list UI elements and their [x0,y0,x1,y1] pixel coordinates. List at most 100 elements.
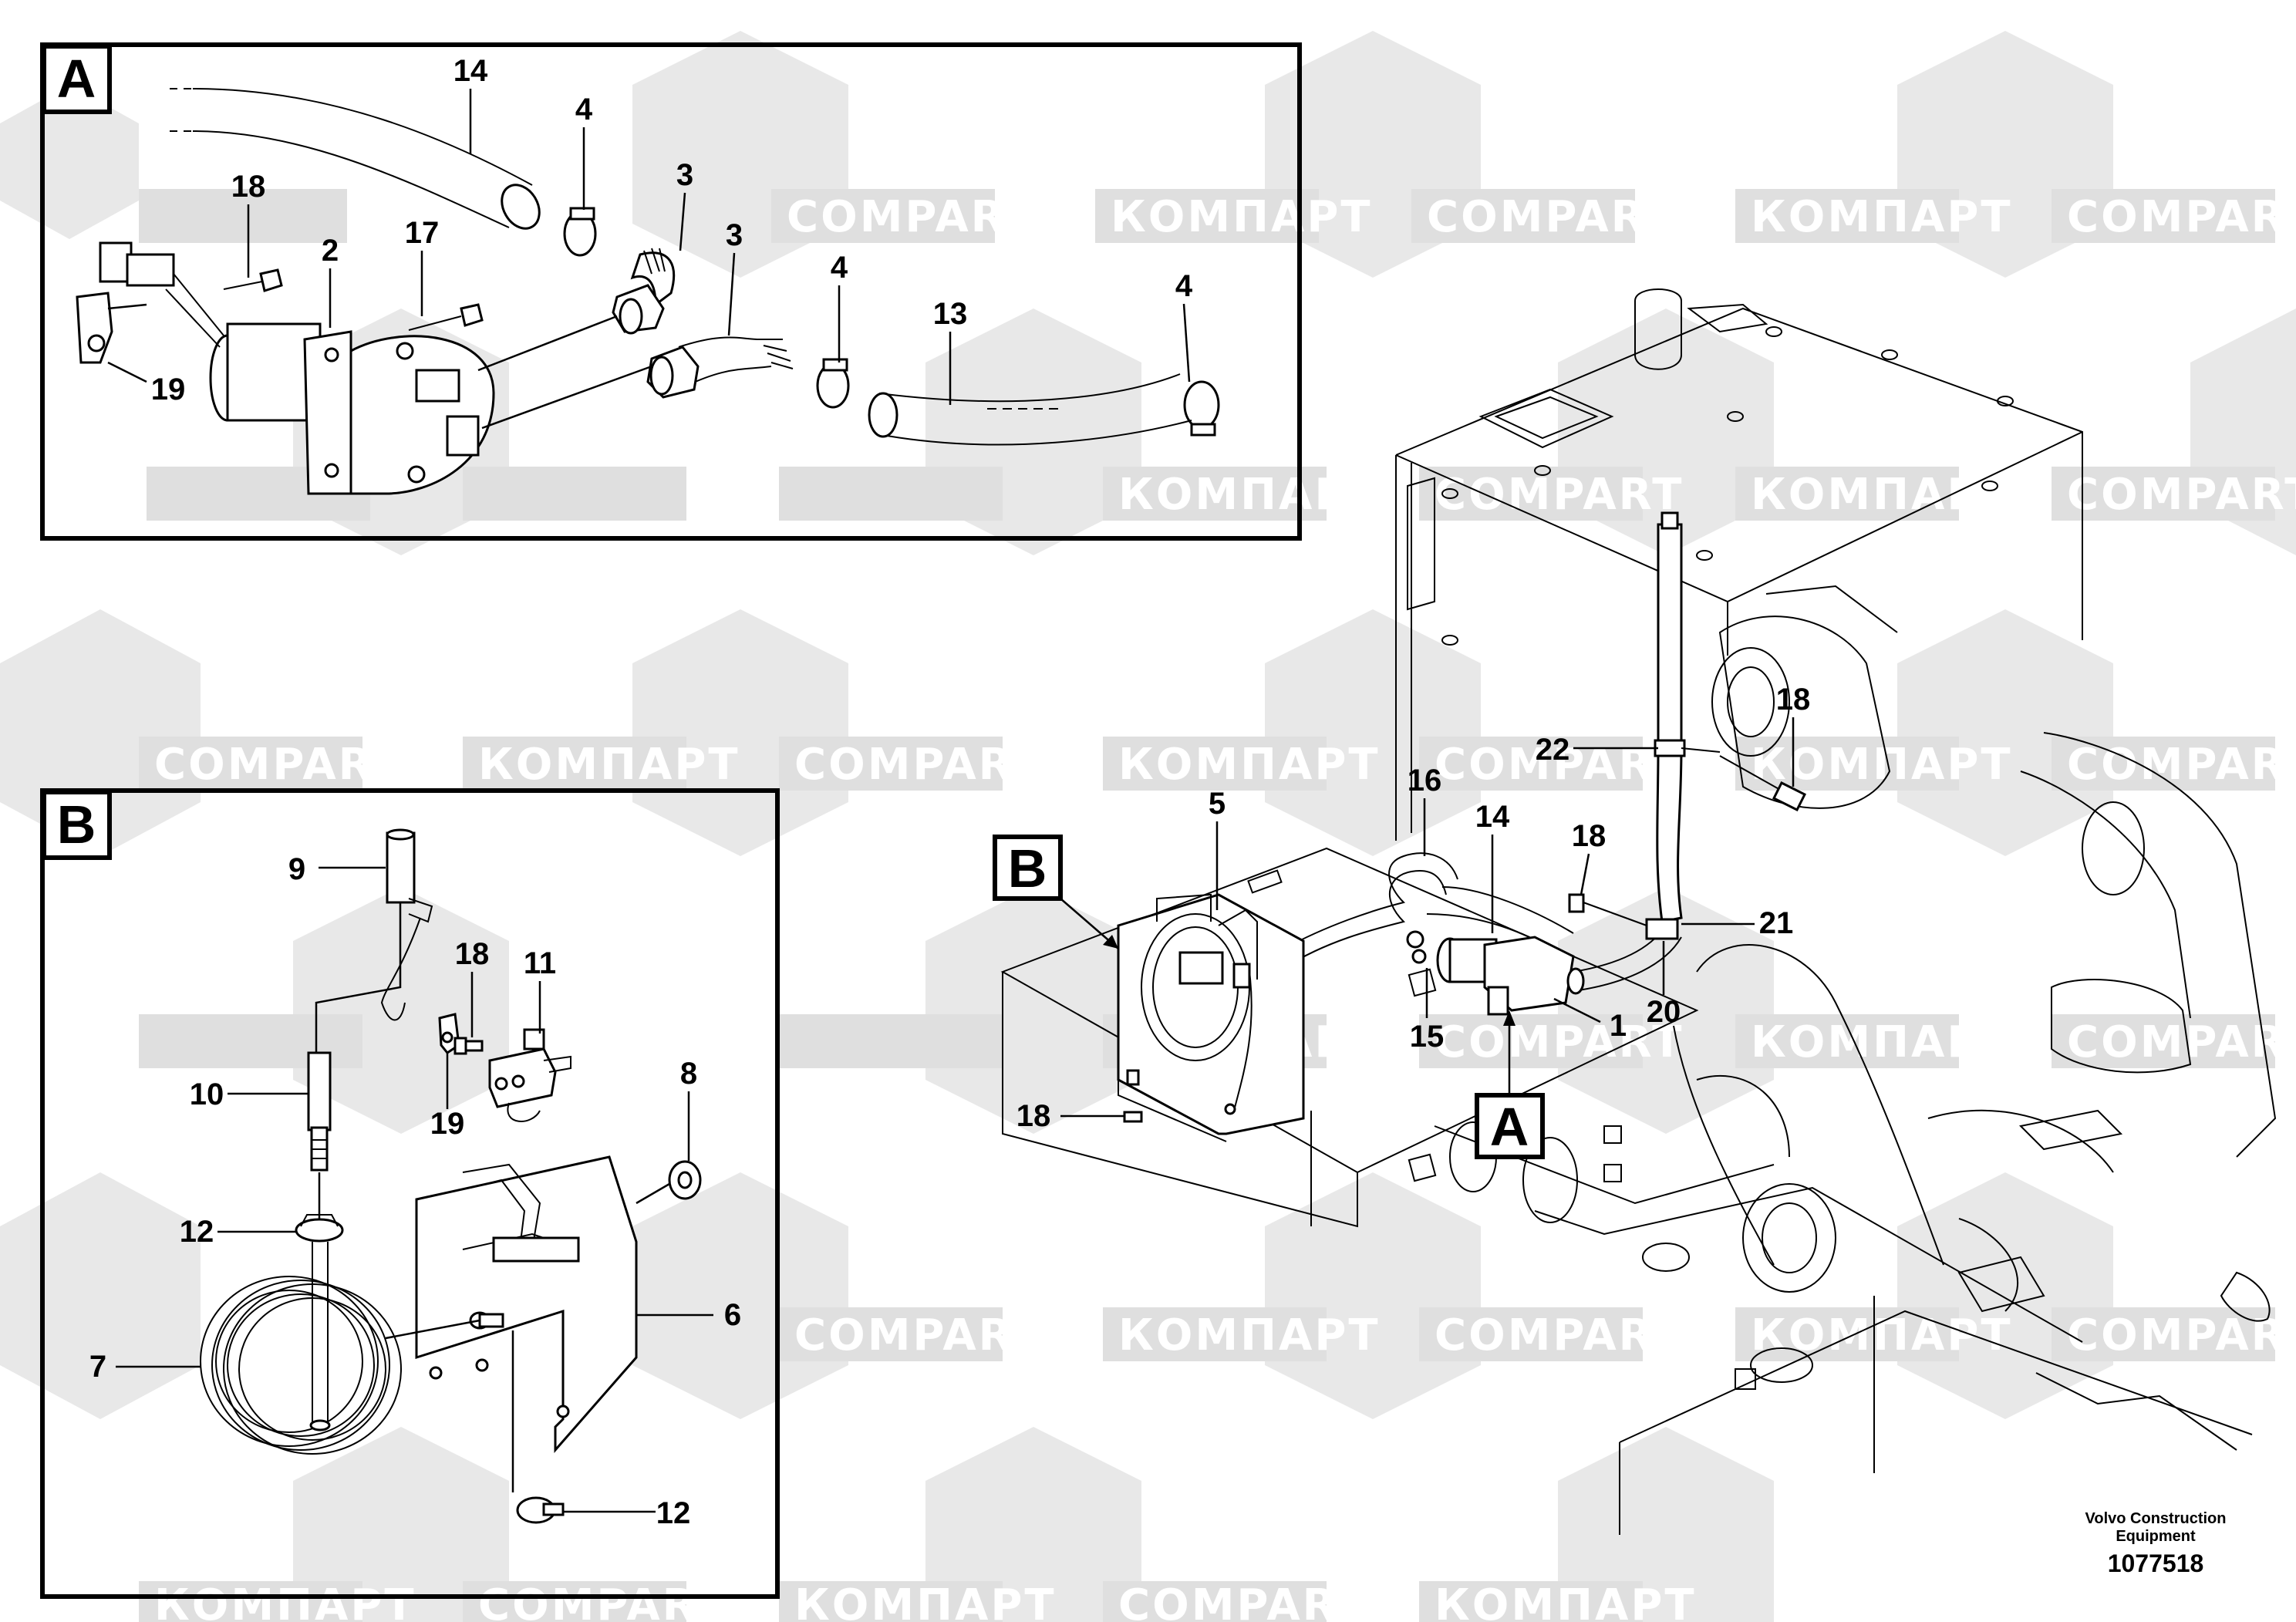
callout-9: 9 [288,852,305,886]
callout-18: 18 [231,170,266,204]
svg-text:COMPART: COMPART [1118,1580,1367,1622]
callout-19-b: 19 [430,1107,465,1141]
callout-2: 2 [322,234,339,268]
callout-3: 3 [676,158,693,192]
svg-text:КОМПАРТ: КОМПАРТ [1118,470,1381,520]
callout-15: 15 [1410,1020,1445,1054]
detail-a: A [40,42,1302,541]
detail-b-label-box [42,790,112,860]
svg-text:КОМПАРТ: КОМПАРТ [1751,1310,2013,1361]
connector-19 [76,241,224,364]
company-line-2: Equipment [2116,1528,2196,1545]
screw-17 [408,303,484,331]
svg-text:КОМПАРТ: КОМПАРТ [1751,192,2013,242]
hose-13 [868,373,1192,446]
detail-a-connection-lines [107,303,652,430]
watermark-layer: COMPART КОМПАРТ COMPART КОМПАРТ COMPART … [0,31,2296,1622]
callout-21: 21 [1759,906,1794,940]
callout-7: 7 [89,1350,106,1384]
svg-text:COMPART: COMPART [787,192,1036,242]
tank-unit-5 [1117,893,1305,1142]
screw-18-main-clamp [1568,893,1647,926]
leader-4-right [1182,303,1191,383]
pipe-22 [1645,511,1721,940]
svg-text:COMPART: COMPART [2067,1017,2296,1067]
svg-text:КОМПАРТ: КОМПАРТ [478,740,740,790]
callout-18-b: 18 [455,937,490,971]
detail-b-callouts: 9 18 11 10 19 8 12 6 7 12 [89,852,741,1530]
clamp-12-upper [295,1214,344,1243]
svg-text:КОМПАРТ: КОМПАРТ [1751,1017,2013,1067]
screw-18 [223,268,283,292]
screw-18-main-lower [1123,1069,1143,1123]
drawing-number: 1077518 [2108,1549,2204,1577]
callout-1: 1 [1610,1009,1627,1043]
callout-4-mid: 4 [831,251,848,285]
svg-text:КОМПАРТ: КОМПАРТ [794,1580,1057,1622]
leader-19 [107,361,147,383]
valve-1-main [1406,930,1575,1016]
hose-fitting-3-lower [646,336,794,399]
callout-20: 20 [1647,995,1681,1029]
main-view: B A 5 16 14 18 22 18 21 20 [993,288,2277,1535]
bracket-6 [415,1155,638,1453]
cap-9 [380,828,433,1021]
callout-19: 19 [151,373,186,406]
leader-1 [1553,997,1601,1023]
svg-text:КОМПАРТ: КОМПАРТ [154,1580,416,1622]
main-callouts: 5 16 14 18 22 18 21 20 1 15 18 [1017,683,1811,1133]
callout-17: 17 [405,216,440,250]
svg-text:КОМПАРТ: КОМПАРТ [1118,740,1381,790]
detail-a-label-box [42,44,112,114]
svg-text:COMPART: COMPART [478,1580,727,1622]
ref-box-a: A [1475,1010,1545,1159]
svg-text:КОМПАРТ: КОМПАРТ [1435,1580,1697,1622]
callout-11: 11 [524,946,556,980]
callout-4-right: 4 [1175,269,1193,303]
callout-18-main-clamp: 18 [1572,819,1607,853]
svg-text:COMPART: COMPART [154,740,403,790]
screw-18-b [453,1037,484,1055]
detail-a-callouts: 14 4 3 3 18 2 17 4 13 4 19 [107,54,1193,406]
upper-frame [1395,288,2083,841]
footer: Volvo Construction Equipment 1077518 [2085,1510,2227,1577]
callout-16: 16 [1408,764,1442,798]
company-line-1: Volvo Construction [2085,1510,2227,1527]
svg-text:COMPART: COMPART [794,1310,1043,1361]
svg-text:COMPART: COMPART [1435,470,1684,520]
callout-12-lower: 12 [656,1496,691,1530]
callout-5: 5 [1209,787,1226,821]
callout-4: 4 [575,93,593,126]
callout-13: 13 [933,297,968,331]
svg-text:COMPART: COMPART [2067,1310,2296,1361]
clamp-12-lower [516,1496,565,1524]
boom-structure [1673,585,2277,1322]
svg-text:КОМПАРТ: КОМПАРТ [1751,470,2013,520]
washer-8 [668,1160,702,1200]
hose-14 [170,88,541,230]
svg-text:КОМПАРТ: КОМПАРТ [1118,1310,1381,1361]
callout-12-upper: 12 [180,1215,214,1249]
hose-coil-7 [200,1242,402,1455]
callout-3-lower: 3 [726,218,743,252]
leader-3-lower [727,252,736,336]
screw-18-main-upper [1719,755,1807,812]
ref-a-label: A [1490,1097,1529,1157]
callout-18-main-upper: 18 [1776,683,1811,717]
leader-18-main-clamp [1580,853,1590,895]
detail-b-label: B [57,794,96,855]
clamp-4-c [1183,380,1220,437]
svg-text:КОМПАРТ: КОМПАРТ [1111,192,1373,242]
detail-a-frame [40,42,1302,541]
dipstick-line [315,902,402,1057]
leader-3 [679,192,686,251]
svg-text:COMPART: COMPART [1427,192,1676,242]
detail-b-frame [40,788,780,1599]
svg-text:COMPART: COMPART [2067,192,2296,242]
ref-b-label: B [1008,838,1047,899]
svg-text:COMPART: COMPART [1435,1310,1684,1361]
detail-b: B [40,788,780,1599]
clamp-4-a [563,207,597,257]
callout-18-main-lower: 18 [1017,1099,1051,1133]
switch-11 [488,1028,571,1122]
